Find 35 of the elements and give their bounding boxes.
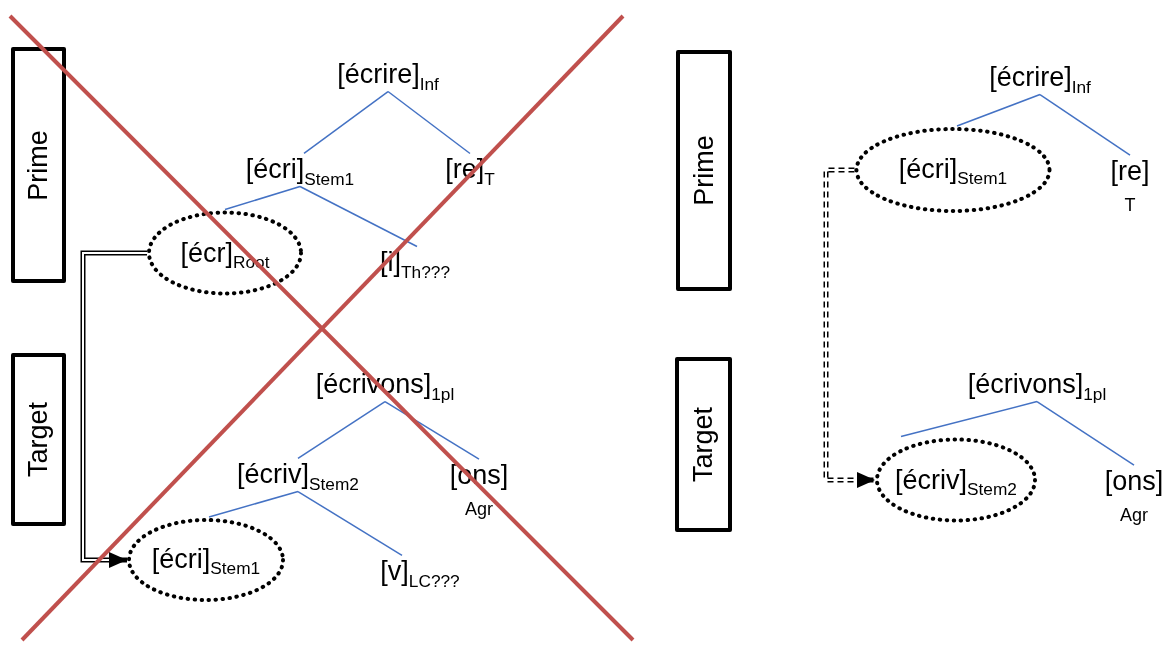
morpheme-label: [écri]$_{Stem1}$ xyxy=(898,154,1008,186)
tree-branch-line xyxy=(1039,93,1131,156)
category-label: T xyxy=(1124,195,1136,216)
tree-branch-line xyxy=(900,400,1038,438)
tree-branch-line xyxy=(297,490,403,557)
tree-branch-line xyxy=(303,90,389,155)
morpheme-label: [ons] xyxy=(1104,466,1164,498)
tree-branch-line xyxy=(1036,400,1135,466)
morpheme-label: [écriv]$_{Stem2}$ xyxy=(237,459,359,491)
morpheme-label: [écrire]$_{Inf}$ xyxy=(337,59,439,91)
tree-branch-line xyxy=(224,185,301,211)
morpheme-label: [écrivons]$_{1pl}$ xyxy=(967,369,1107,401)
morpheme-label: [écrire]$_{Inf}$ xyxy=(989,62,1091,94)
double-line-arrow xyxy=(823,167,875,488)
tree-branch-line xyxy=(387,90,471,155)
label-box xyxy=(11,353,66,526)
box-label: Target xyxy=(23,402,54,477)
tree-branch-line xyxy=(956,93,1041,127)
morpheme-label: [écri]$_{Stem1}$ xyxy=(245,154,355,186)
morpheme-label: [écri]$_{Stem1}$ xyxy=(151,544,261,576)
morpheme-label: [re] xyxy=(1110,156,1150,188)
label-box xyxy=(11,47,66,283)
tree-branch-line xyxy=(297,400,386,460)
morpheme-label: [écriv]$_{Stem2}$ xyxy=(895,464,1017,496)
box-label: Prime xyxy=(23,129,54,201)
morpheme-label: [v]$_{LC???}$ xyxy=(380,556,460,588)
label-box xyxy=(676,50,732,291)
tree-branch-line xyxy=(299,185,418,248)
box-label: Target xyxy=(688,407,719,482)
category-label: Agr xyxy=(465,499,493,520)
label-box xyxy=(675,357,732,532)
tree-branch-line xyxy=(208,490,299,518)
category-label: Agr xyxy=(1120,505,1148,526)
box-label: Prime xyxy=(688,135,720,206)
double-line-arrow xyxy=(80,250,147,568)
